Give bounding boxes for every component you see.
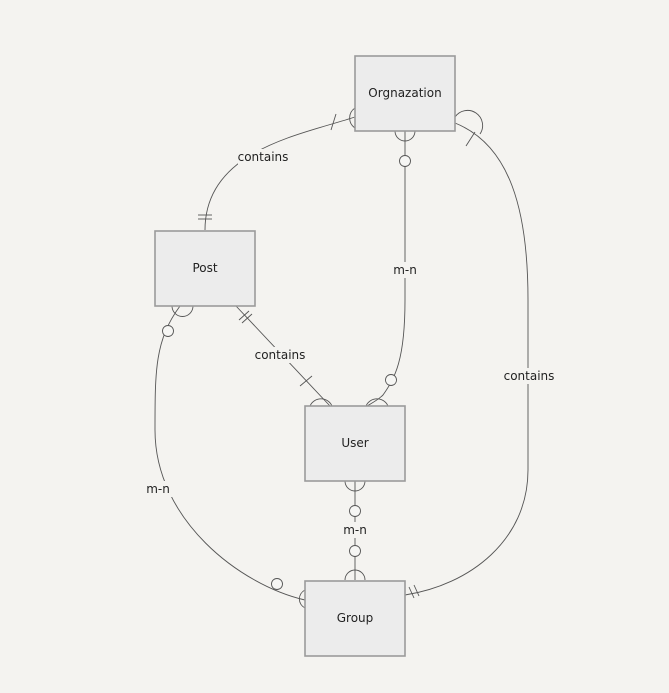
relation-label-org-post: contains xyxy=(238,149,289,165)
relation-line-org-user xyxy=(366,131,406,407)
svg-text:contains: contains xyxy=(504,369,555,383)
cardinality-user-to-group xyxy=(344,480,366,517)
svg-text:contains: contains xyxy=(255,348,306,362)
relation-line-org-post xyxy=(204,116,356,231)
relation-label-post-group: m-n xyxy=(143,481,173,497)
cardinality-group-to-org xyxy=(408,584,420,599)
cardinality-group-to-user xyxy=(344,545,366,581)
svg-text:contains: contains xyxy=(238,150,289,164)
svg-text:m-n: m-n xyxy=(146,482,170,496)
cardinality-org-to-group xyxy=(454,109,484,147)
entity-group-name: Group xyxy=(337,611,374,625)
cardinality-org-to-post xyxy=(330,107,356,131)
cardinality-user-to-post xyxy=(299,375,333,407)
entity-post-name: Post xyxy=(192,261,217,275)
entity-user-name: User xyxy=(341,436,368,450)
entity-group[interactable]: Group xyxy=(304,580,406,657)
relation-line-post-group xyxy=(154,305,306,601)
relation-line-org-group xyxy=(404,122,529,596)
entity-organization[interactable]: Orgnazation xyxy=(354,55,456,132)
entity-organization-name: Orgnazation xyxy=(368,86,441,100)
relation-label-org-group: contains xyxy=(503,368,555,384)
cardinality-user-to-org xyxy=(365,374,397,407)
cardinality-post-to-org xyxy=(198,214,212,220)
cardinality-post-to-group xyxy=(162,305,194,337)
svg-text:m-n: m-n xyxy=(393,263,417,277)
entity-post[interactable]: Post xyxy=(154,230,256,307)
cardinality-org-to-user xyxy=(394,130,416,167)
svg-text:m-n: m-n xyxy=(343,523,367,537)
entity-user[interactable]: User xyxy=(304,405,406,482)
relation-label-post-user: contains xyxy=(254,347,306,363)
cardinality-post-to-user xyxy=(238,310,253,324)
cardinality-group-to-post xyxy=(271,578,306,609)
relation-label-user-group: m-n xyxy=(340,522,370,538)
relation-label-org-user: m-n xyxy=(390,262,420,278)
